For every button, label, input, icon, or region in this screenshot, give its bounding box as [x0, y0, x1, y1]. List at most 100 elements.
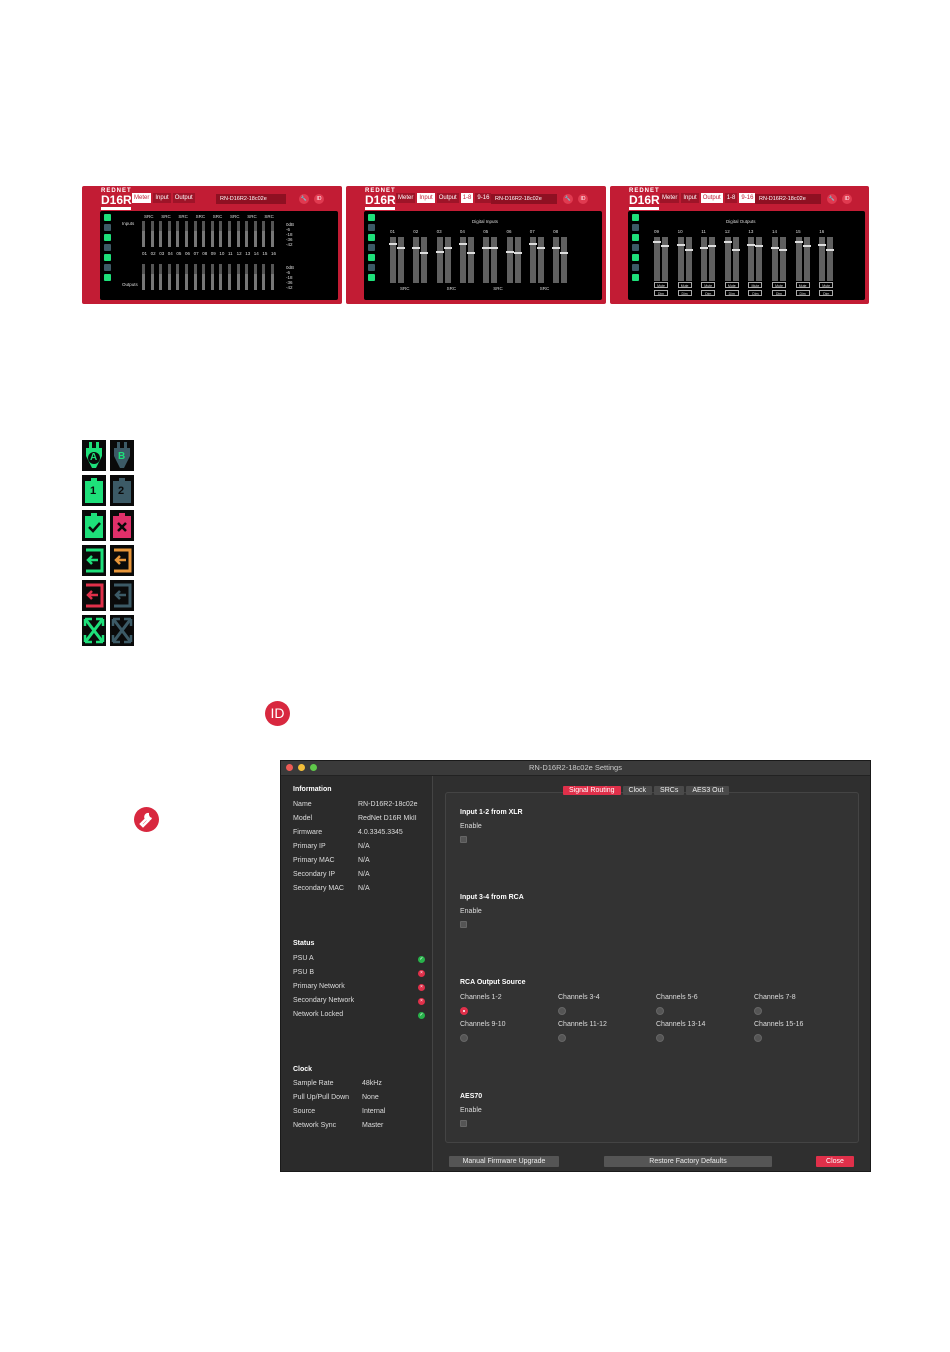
fader[interactable] [513, 237, 522, 283]
fader[interactable] [482, 237, 491, 283]
fader-knob[interactable] [708, 245, 717, 247]
fader-knob[interactable] [794, 241, 803, 243]
fader[interactable] [818, 237, 827, 281]
id-button[interactable]: ID [314, 194, 324, 204]
tab-meter[interactable]: Meter [396, 193, 416, 203]
fader-knob[interactable] [505, 251, 514, 253]
restore-factory-defaults-button[interactable]: Restore Factory Defaults [604, 1156, 772, 1167]
fader-knob[interactable] [513, 252, 522, 254]
fader[interactable] [826, 237, 835, 281]
fader[interactable] [435, 237, 444, 283]
fader[interactable] [528, 237, 537, 283]
tab-meter[interactable]: Meter [660, 193, 680, 203]
fader-knob[interactable] [482, 247, 491, 249]
fader[interactable] [723, 237, 732, 281]
tab-output[interactable]: Output [700, 193, 723, 203]
fader-knob[interactable] [420, 252, 429, 254]
wrench-icon[interactable]: 🔧 [563, 194, 573, 204]
fader-knob[interactable] [661, 245, 669, 247]
fader-knob[interactable] [653, 241, 661, 243]
tab-srcs[interactable]: SRCs [654, 786, 685, 795]
fader[interactable] [708, 237, 717, 281]
id-button[interactable]: ID [842, 194, 852, 204]
fader-knob[interactable] [755, 245, 764, 247]
fader-knob[interactable] [412, 247, 421, 249]
dim-button[interactable]: Dim [654, 290, 668, 296]
device-name-field[interactable]: RN-D16R2-18c02e [491, 194, 557, 204]
fader[interactable] [661, 237, 669, 281]
fader[interactable] [420, 237, 429, 283]
close-button[interactable]: Close [816, 1156, 854, 1167]
rca-option-radio[interactable] [558, 1034, 566, 1042]
fader-knob[interactable] [443, 247, 452, 249]
dim-button[interactable]: Dim [819, 290, 834, 296]
fader-knob[interactable] [700, 247, 709, 249]
tab-9-16[interactable]: 9-16 [475, 193, 492, 203]
tab-output[interactable]: Output [436, 193, 459, 203]
manual-firmware-upgrade-button[interactable]: Manual Firmware Upgrade [449, 1156, 559, 1167]
fader-knob[interactable] [731, 249, 740, 251]
fader[interactable] [802, 237, 811, 281]
dim-button[interactable]: Dim [701, 290, 716, 296]
xlr-enable-checkbox[interactable] [460, 836, 467, 843]
fader[interactable] [771, 237, 779, 281]
fader-knob[interactable] [466, 252, 475, 254]
wrench-icon[interactable]: 🔧 [299, 194, 309, 204]
tab-meter[interactable]: Meter [132, 193, 152, 203]
tab-aes3-out[interactable]: AES3 Out [686, 786, 730, 795]
fader-knob[interactable] [552, 247, 561, 249]
fader-knob[interactable] [435, 251, 444, 253]
fader-knob[interactable] [747, 244, 756, 246]
fader[interactable] [458, 237, 467, 283]
fader[interactable] [505, 237, 514, 283]
fader[interactable] [747, 237, 756, 281]
id-button-large[interactable]: ID [265, 701, 290, 726]
fader-knob[interactable] [528, 243, 537, 245]
aes70-enable-checkbox[interactable] [460, 1120, 467, 1127]
device-name-field[interactable]: RN-D16R2-18c02e [755, 194, 821, 204]
fader[interactable] [490, 237, 499, 283]
fader[interactable] [552, 237, 561, 283]
fader[interactable] [412, 237, 421, 283]
fader[interactable] [755, 237, 764, 281]
close-window-button[interactable] [286, 764, 293, 771]
fader[interactable] [731, 237, 740, 281]
rca-option-radio[interactable] [558, 1007, 566, 1015]
fader[interactable] [676, 237, 685, 281]
wrench-icon[interactable] [134, 807, 159, 832]
fader-knob[interactable] [536, 247, 545, 249]
dim-button[interactable]: Dim [748, 290, 763, 296]
fader-knob[interactable] [458, 243, 467, 245]
tab-input[interactable]: Input [153, 193, 171, 203]
fader[interactable] [653, 237, 661, 281]
rca-option-radio[interactable] [460, 1034, 468, 1042]
tab-clock[interactable]: Clock [622, 786, 653, 795]
mute-button[interactable]: Mute [748, 282, 763, 288]
fader-knob[interactable] [771, 247, 779, 249]
rca-option-radio[interactable] [754, 1007, 762, 1015]
fader-knob[interactable] [779, 249, 787, 251]
mute-button[interactable]: Mute [724, 282, 739, 288]
fader-knob[interactable] [560, 252, 569, 254]
zoom-window-button[interactable] [310, 764, 317, 771]
rca-option-radio[interactable] [656, 1034, 664, 1042]
rca-option-radio[interactable] [754, 1034, 762, 1042]
fader[interactable] [389, 237, 397, 283]
fader[interactable] [794, 237, 803, 281]
wrench-icon[interactable]: 🔧 [827, 194, 837, 204]
fader[interactable] [536, 237, 545, 283]
fader-knob[interactable] [490, 247, 499, 249]
mute-button[interactable]: Mute [677, 282, 692, 288]
tab-signal-routing[interactable]: Signal Routing [563, 786, 621, 795]
tab-input[interactable]: Input [681, 193, 699, 203]
fader-knob[interactable] [676, 244, 685, 246]
mute-button[interactable]: Mute [654, 282, 668, 288]
device-name-field[interactable]: RN-D16R2-18c02e [216, 194, 286, 204]
tab-input[interactable]: Input [417, 193, 435, 203]
dim-button[interactable]: Dim [772, 290, 786, 296]
fader[interactable] [560, 237, 569, 283]
fader[interactable] [443, 237, 452, 283]
tab-output[interactable]: Output [172, 193, 195, 203]
fader-knob[interactable] [684, 249, 693, 251]
fader[interactable] [700, 237, 709, 281]
